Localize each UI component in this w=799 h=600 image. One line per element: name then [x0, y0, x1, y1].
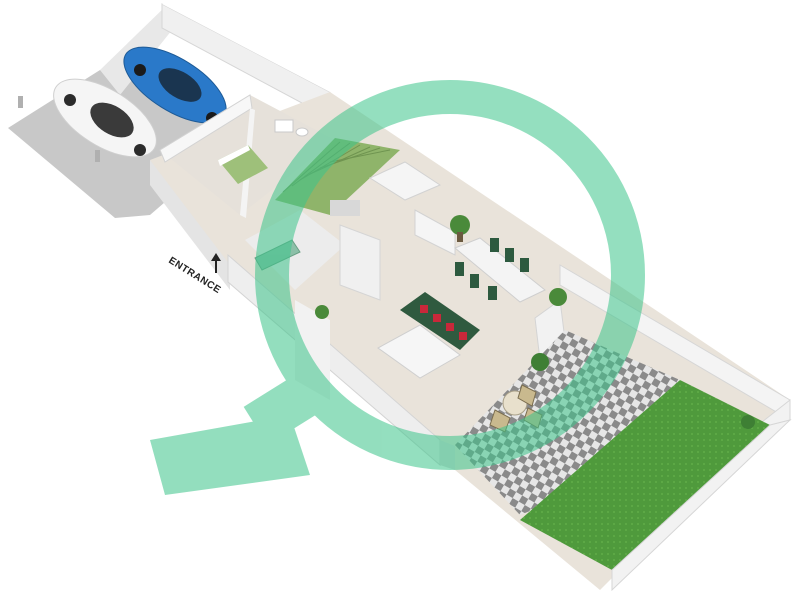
entrance-arrow-icon	[211, 253, 221, 273]
plant-icon	[549, 288, 567, 306]
utility-rooms	[159, 94, 335, 218]
white-car	[53, 78, 157, 158]
plant-icon	[741, 415, 755, 429]
garden	[520, 380, 792, 592]
search-magnifier-icon	[150, 80, 645, 495]
sofa	[377, 292, 480, 379]
plant-icon	[450, 215, 470, 242]
dining-set	[454, 237, 546, 303]
plant-icon	[315, 305, 329, 319]
plant-icon	[531, 353, 549, 371]
plants	[315, 215, 755, 429]
entrance-marker: ENTRANCE	[166, 253, 223, 296]
